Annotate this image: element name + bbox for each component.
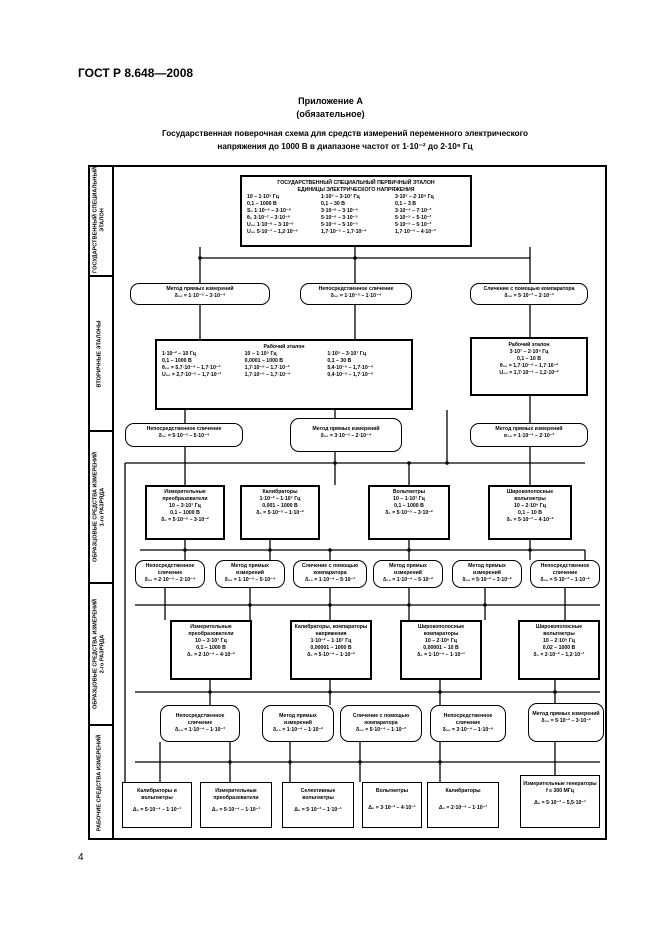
tier-label: ВТОРИЧНЫЕ ЭТАЛОНЫ — [96, 320, 103, 387]
device-box: Вольтметры 10 – 1·10⁷ Гц 0,1 – 1000 В δ₀… — [368, 485, 450, 540]
device-box: Широкополосные вольтметры 10 – 2·10⁹ Гц … — [518, 620, 600, 680]
tier-band-secondary: ВТОРИЧНЫЕ ЭТАЛОНЫ — [88, 277, 114, 432]
method-box: Метод прямых измерений δ₀₀ = 1·10⁻⁴ – 5·… — [373, 560, 443, 588]
method-box: Сличение с помощью компаратора δ₀₀ = 5·1… — [340, 705, 422, 742]
working-device-box: Калибраторы Δ₀ = 2·10⁻⁴ – 1·10⁻¹ — [427, 782, 499, 828]
working-device-box: Измерительные преобразователи Δ₀ = 5·10⁻… — [200, 782, 272, 828]
method-box: Непосредственное сличение δ₀₀ = 2·10⁻⁴ –… — [135, 560, 205, 588]
working-device-box: Калибраторы и вольтметры Δ₀ = 5·10⁻⁴ – 1… — [122, 782, 192, 828]
device-box: Калибраторы 1·10⁻² – 1·10⁷ Гц 0,001 – 10… — [240, 485, 320, 540]
method-box: Метод прямых измерений δ₀₀ = 1·10⁻⁵ – 3·… — [130, 283, 270, 305]
standard-code: ГОСТ Р 8.648—2008 — [78, 66, 194, 80]
method-box: Метод прямых измерений δ₀₀ = 5·10⁻² – 3·… — [452, 560, 522, 588]
method-box: Метод прямых измерений δ₀₀ = 5·10⁻² – 3·… — [528, 703, 604, 742]
tier-label: РАБОЧИЕ СРЕДСТВА ИЗМЕРЕНИЙ — [96, 734, 103, 832]
method-box: Непосредственное сличение δ₀₀ = 5·10⁻⁵ –… — [125, 423, 243, 447]
method-box: Метод прямых измерений δ₀₀ = 1·10⁻⁴ – 5·… — [215, 560, 285, 588]
method-box: Непосредственное сличение δ₀₀ = 1·10⁻⁴ –… — [160, 705, 240, 742]
working-device-box: Измерительные генераторы f ≤ 300 МГц Δ₀ … — [520, 775, 600, 828]
device-box: Широкополосные вольтметры 10 – 2·10⁹ Гц … — [488, 485, 572, 540]
device-box: Калибраторы, компараторы напряжения 1·10… — [290, 620, 372, 680]
appendix-note: (обязательное) — [296, 109, 365, 119]
scheme-frame — [88, 165, 607, 840]
method-box: Непосредственное сличение δ₀₀ = 1·10⁻⁵ –… — [300, 283, 412, 305]
method-box: Сличение с помощью компаратора δ₀₀ = 5·1… — [470, 283, 588, 305]
device-box: Широкополосные компараторы 10 – 2·10⁹ Гц… — [400, 620, 482, 680]
page-number: 4 — [78, 852, 84, 863]
method-box: Метод прямых измерений δ₀₀ = 3·10⁻⁵ – 2·… — [290, 418, 402, 452]
device-box: Измерительные преобразователи 10 – 3·10⁷… — [145, 485, 225, 540]
method-box: Сличение с помощью компаратора δ₀₀ = 1·1… — [293, 560, 367, 588]
primary-standard-title: ГОСУДАРСТВЕННЫЙ СПЕЦИАЛЬНЫЙ ПЕРВИЧНЫЙ ЭТ… — [277, 180, 435, 186]
method-box: Непосредственное сличение δ₀₀ = 5·10⁻³ –… — [530, 560, 600, 588]
working-device-box: Вольтметры Δ₀ = 3·10⁻³ – 4·10⁻¹ — [362, 782, 422, 828]
appendix-title: Приложение А — [298, 96, 363, 106]
working-standard-hf-box: Рабочий эталон 3·10⁷ – 2·10⁹ Гц 0,1 – 10… — [470, 337, 588, 396]
method-box: Метод прямых измерений δ₀₀ = 1·10⁻⁴ – 1·… — [262, 705, 334, 742]
device-box: Измерительные преобразователи 10 – 3·10⁷… — [170, 620, 252, 680]
scheme-title-line2: напряжения до 1000 В в диапазоне частот … — [217, 142, 473, 151]
scheme-title-line1: Государственная поверочная схема для сре… — [162, 129, 528, 138]
primary-standard-subtitle: ЕДИНИЦЫ ЭЛЕКТРИЧЕСКОГО НАПРЯЖЕНИЯ — [297, 187, 415, 194]
method-box: Непосредственное сличение δ₀₀ = 3·10⁻⁴ –… — [430, 705, 506, 742]
method-box: Метод прямых измерений σ₀₀ = 1·10⁻⁴ – 2·… — [470, 423, 588, 447]
tier-band-working: РАБОЧИЕ СРЕДСТВА ИЗМЕРЕНИЙ — [88, 726, 114, 840]
primary-standard-box: ГОСУДАРСТВЕННЫЙ СПЕЦИАЛЬНЫЙ ПЕРВИЧНЫЙ ЭТ… — [240, 175, 472, 247]
working-device-box: Селективные вольтметры Δ₀ = 5·10⁻³ – 1·1… — [282, 782, 354, 828]
